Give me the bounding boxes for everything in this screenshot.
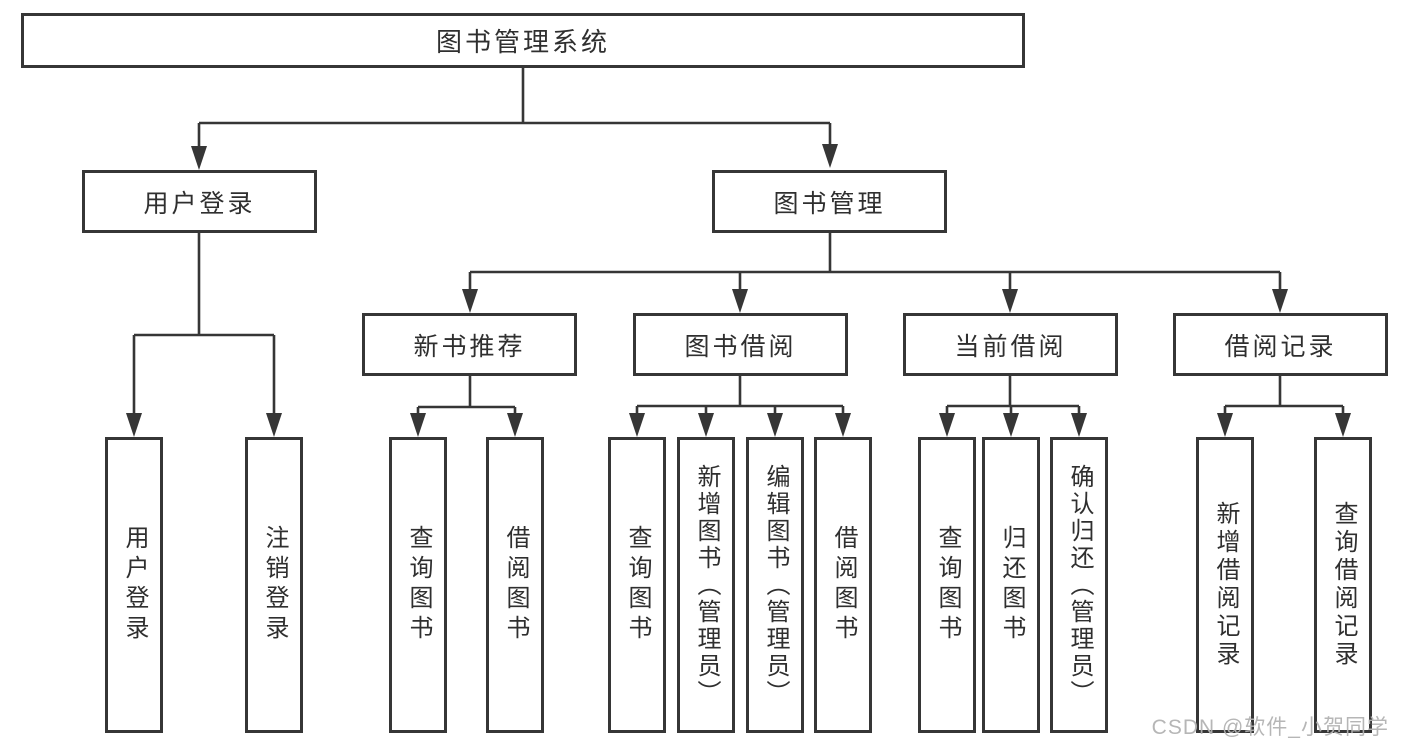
tree-edges xyxy=(132,68,1345,414)
csdn-watermark: CSDN @软件_小贺同学 xyxy=(1151,716,1389,739)
leaf-query-borrow-record-label: 查询借阅记录 xyxy=(1330,501,1357,669)
leaf-return-book-label: 归还图书 xyxy=(998,525,1025,645)
leaf-borrow-books: 借阅图书 xyxy=(814,437,872,733)
leaf-query-books-recommend: 查询图书 xyxy=(389,437,447,733)
leaf-query-borrow-record: 查询借阅记录 xyxy=(1314,437,1372,733)
node-root-system: 图书管理系统 xyxy=(21,13,1025,68)
node-new-book-recommend: 新书推荐 xyxy=(362,313,577,376)
node-root-label: 图书管理系统 xyxy=(435,27,610,57)
leaf-add-book-admin: 新增图书（管理员） xyxy=(677,437,735,733)
leaf-borrow-books-label: 借阅图书 xyxy=(830,525,857,645)
node-book-management: 图书管理 xyxy=(712,170,947,233)
leaf-query-books-current-label: 查询图书 xyxy=(934,525,961,645)
leaf-confirm-return-admin: 确认归还（管理员） xyxy=(1050,437,1108,733)
leaf-edit-book-admin: 编辑图书（管理员） xyxy=(746,437,804,733)
leaf-query-books-current: 查询图书 xyxy=(918,437,976,733)
leaf-return-book: 归还图书 xyxy=(982,437,1040,733)
leaf-logout: 注销登录 xyxy=(245,437,303,733)
leaf-query-books-borrow-label: 查询图书 xyxy=(624,525,651,645)
node-book-borrow-label: 图书借阅 xyxy=(684,332,797,361)
leaf-query-books-borrow: 查询图书 xyxy=(608,437,666,733)
leaf-user-login-label: 用户登录 xyxy=(121,525,148,645)
leaf-edit-book-admin-label: 编辑图书（管理员） xyxy=(762,463,789,707)
leaf-add-book-admin-label: 新增图书（管理员） xyxy=(693,463,720,707)
node-current-borrow: 当前借阅 xyxy=(903,313,1118,376)
leaf-borrow-books-recommend: 借阅图书 xyxy=(486,437,544,733)
node-new-book-recommend-label: 新书推荐 xyxy=(413,332,526,361)
node-user-login-label: 用户登录 xyxy=(143,189,256,218)
node-borrow-records: 借阅记录 xyxy=(1173,313,1388,376)
node-book-management-label: 图书管理 xyxy=(773,189,886,218)
leaf-query-books-recommend-label: 查询图书 xyxy=(405,525,432,645)
node-book-borrow: 图书借阅 xyxy=(633,313,848,376)
leaf-logout-label: 注销登录 xyxy=(261,525,288,645)
node-borrow-records-label: 借阅记录 xyxy=(1224,332,1337,361)
leaf-add-borrow-record: 新增借阅记录 xyxy=(1196,437,1254,733)
leaf-confirm-return-admin-label: 确认归还（管理员） xyxy=(1066,463,1093,707)
leaf-user-login: 用户登录 xyxy=(105,437,163,733)
arrowheads xyxy=(126,144,1351,437)
leaf-add-borrow-record-label: 新增借阅记录 xyxy=(1212,501,1239,669)
node-user-login: 用户登录 xyxy=(82,170,317,233)
node-current-borrow-label: 当前借阅 xyxy=(954,332,1067,361)
leaf-borrow-books-recommend-label: 借阅图书 xyxy=(502,525,529,645)
